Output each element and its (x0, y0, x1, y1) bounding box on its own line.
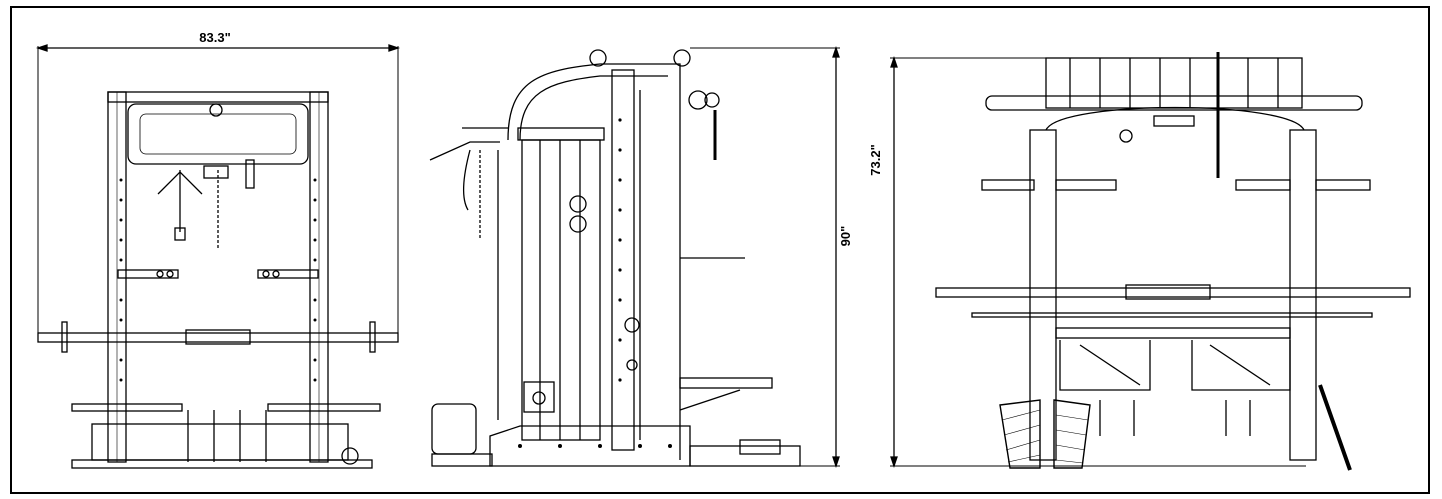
depth-label: 73.2" (868, 144, 883, 175)
side-view: 90" (429, 45, 853, 469)
height-label: 90" (838, 226, 853, 247)
front-view: 83.3" (35, 30, 401, 469)
width-label: 83.3" (199, 30, 230, 45)
depth-dimension: 73.2" (868, 55, 1306, 469)
width-dimension: 83.3" (35, 30, 401, 340)
top-view: 73.2" (868, 52, 1411, 471)
drawing-frame (10, 6, 1430, 494)
